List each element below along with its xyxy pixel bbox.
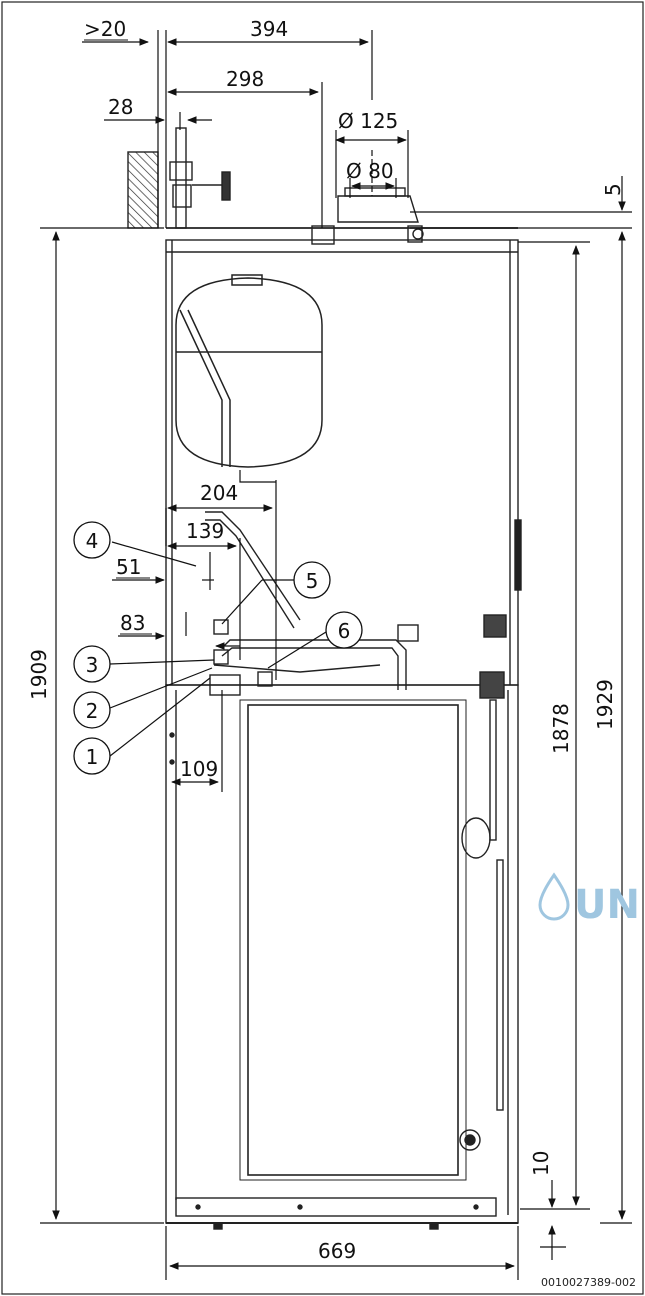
callout-6-circle — [325, 611, 363, 649]
dim-51: 51 — [116, 555, 141, 579]
watermark: UN — [538, 872, 640, 928]
dim-5: 5 — [601, 183, 625, 196]
unit-body — [165, 239, 522, 1230]
figure-id: 0010027389-002 — [541, 1276, 636, 1289]
callout-1: 1 — [86, 745, 99, 769]
dim-394: 394 — [250, 17, 288, 41]
callout-2: 2 — [86, 699, 99, 723]
callout-4-circle — [73, 521, 111, 559]
dim-83: 83 — [120, 611, 145, 635]
dim-10: 10 — [529, 1151, 553, 1176]
dim-109: 109 — [180, 757, 218, 781]
dimension-labels: >20 394 298 28 Ø 125 Ø 80 5 1909 1929 18… — [27, 17, 625, 1263]
dim-1909: 1909 — [27, 649, 51, 700]
dim-gt20: >20 — [84, 17, 126, 41]
dim-204: 204 — [200, 481, 238, 505]
top-connections — [127, 127, 518, 245]
dim-669: 669 — [318, 1239, 356, 1263]
dim-1929: 1929 — [593, 679, 617, 730]
dim-125: Ø 125 — [338, 109, 398, 133]
dim-80: Ø 80 — [346, 159, 394, 183]
callout-6: 6 — [338, 619, 351, 643]
callout-circles — [73, 521, 363, 775]
piping — [205, 511, 419, 696]
dimension-lines — [40, 30, 632, 1280]
callout-leaders — [109, 541, 327, 757]
callout-5-circle — [293, 561, 331, 599]
callout-3-circle — [73, 645, 111, 683]
callout-1-circle — [73, 737, 111, 775]
expansion-vessel — [175, 274, 323, 468]
dim-298: 298 — [226, 67, 264, 91]
wall — [127, 151, 159, 229]
callout-labels: 4 5 6 3 2 1 — [86, 529, 351, 769]
callout-5: 5 — [306, 569, 319, 593]
dim-1878: 1878 — [549, 703, 573, 754]
dim-28: 28 — [108, 95, 133, 119]
callout-3: 3 — [86, 653, 99, 677]
callout-4: 4 — [86, 529, 99, 553]
water-drop-icon — [538, 872, 570, 921]
callout-2-circle — [73, 691, 111, 729]
watermark-text: UN — [574, 882, 640, 928]
dim-139: 139 — [186, 519, 224, 543]
